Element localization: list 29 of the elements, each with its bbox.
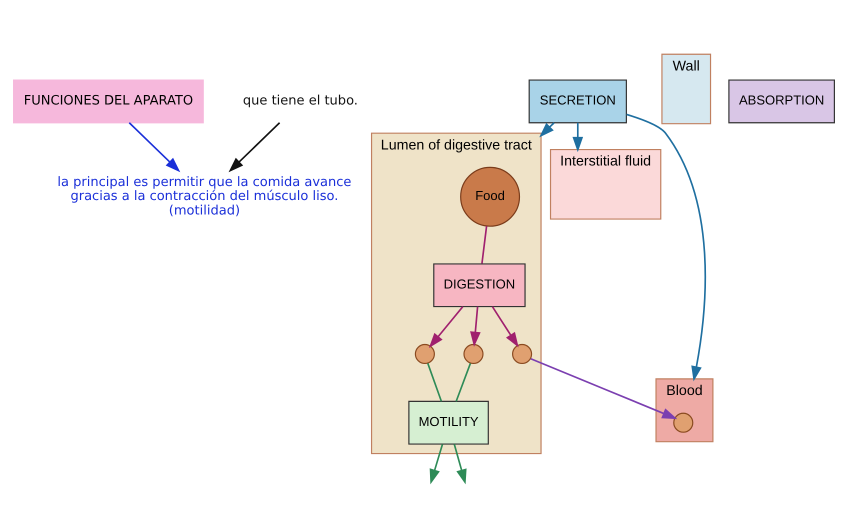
- arrow: [470, 306, 481, 346]
- node-circle: [512, 343, 532, 364]
- node-circle: [673, 412, 694, 432]
- node-box: DIGESTION: [433, 262, 526, 307]
- node-text: que tiene el tubo.: [242, 93, 358, 108]
- node-box: Wall: [661, 53, 712, 124]
- arrow: [228, 122, 280, 172]
- connector: [481, 226, 488, 264]
- connector: [427, 362, 442, 402]
- cluster: Blood: [655, 378, 714, 442]
- node-circle: [414, 343, 435, 364]
- arrow: [626, 113, 706, 381]
- node-box: Interstitial fluid: [550, 148, 662, 220]
- arrow: [492, 306, 519, 348]
- arrow: [428, 306, 464, 348]
- arrow: [572, 122, 584, 152]
- node-box: MOTILITY: [408, 400, 489, 444]
- arrow: [430, 443, 444, 484]
- arrow: [454, 444, 467, 484]
- connector: [455, 362, 472, 402]
- arrow: [530, 357, 678, 419]
- node-label: (motilidad): [168, 202, 240, 218]
- node-circle: Food: [460, 166, 520, 226]
- node-text: la principal es permitir que la comida avance gracias a la contracción del músculo liso.: [57, 174, 352, 204]
- node-box: SECRETION: [528, 78, 627, 123]
- node-box: ABSORPTION: [728, 78, 835, 123]
- node-circle: [463, 343, 484, 364]
- arrow: [128, 122, 180, 172]
- node-box: FUNCIONES DEL APARATO: [13, 78, 204, 123]
